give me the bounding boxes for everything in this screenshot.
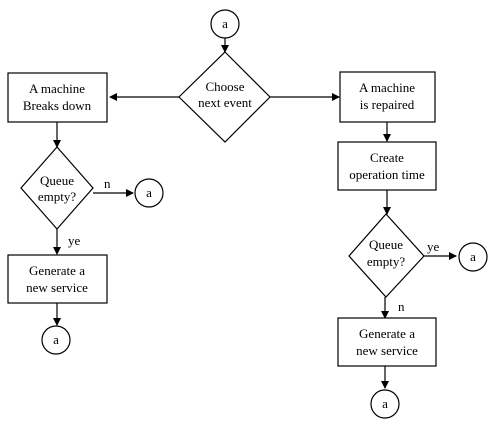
connector-left-no: a <box>134 178 164 208</box>
connector-top: a <box>210 9 240 39</box>
decision-right-queue-line2: empty? <box>367 254 405 269</box>
connector-top-circle <box>210 9 240 39</box>
process-right-generate-shape <box>337 317 437 367</box>
connector-left-bottom: a <box>41 325 71 355</box>
process-left-generate-service: Generate a new service <box>7 254 108 304</box>
process-right-generate-line1: Generate a <box>359 326 415 341</box>
decision-right-queue-line1: Queue <box>369 237 403 252</box>
decision-left-queue-empty: Queue empty? <box>20 146 94 230</box>
process-create-operation-time: Create operation time <box>337 141 437 191</box>
process-breaks-line2: Breaks down <box>23 98 92 113</box>
decision-left-queue-line1: Queue <box>40 173 74 188</box>
connector-left-no-circle <box>134 178 164 208</box>
connector-right-yes-label: a <box>470 249 476 264</box>
connector-left-no-label: a <box>146 185 152 200</box>
process-breaks-line1: A machine <box>29 81 85 96</box>
connector-top-label: a <box>222 16 228 31</box>
right-label-no: n <box>398 299 405 314</box>
process-create-line2: operation time <box>349 167 425 182</box>
process-create-shape <box>337 141 437 191</box>
connector-left-bottom-circle <box>41 325 71 355</box>
connector-right-yes: a <box>458 242 488 272</box>
connector-right-bottom-circle <box>370 389 400 419</box>
process-create-line1: Create <box>370 150 404 165</box>
process-left-generate-shape <box>7 254 108 304</box>
process-repaired-line1: A machine <box>359 80 415 95</box>
process-right-generate-service: Generate a new service <box>337 317 437 367</box>
process-repaired-shape <box>339 71 436 123</box>
decision-left-queue-line2: empty? <box>38 189 76 204</box>
process-breaks-shape <box>7 72 108 123</box>
process-machine-repaired: A machine is repaired <box>339 71 436 123</box>
right-label-yes: ye <box>427 239 440 254</box>
process-machine-breaks-down: A machine Breaks down <box>7 72 108 123</box>
process-right-generate-line2: new service <box>356 343 418 358</box>
decision-right-queue-shape <box>348 213 425 298</box>
process-left-generate-line1: Generate a <box>29 263 85 278</box>
process-repaired-line2: is repaired <box>360 97 415 112</box>
connector-right-bottom-label: a <box>382 396 388 411</box>
process-left-generate-line2: new service <box>26 280 88 295</box>
left-label-yes: ye <box>68 233 81 248</box>
connector-right-bottom: a <box>370 389 400 419</box>
left-label-no: n <box>104 176 111 191</box>
decision-choose-shape <box>178 51 271 143</box>
decision-choose-next-event: Choose next event <box>178 51 271 143</box>
decision-choose-line2: next event <box>198 95 252 110</box>
connector-right-yes-circle <box>458 242 488 272</box>
decision-choose-line1: Choose <box>206 79 245 94</box>
decision-left-queue-shape <box>20 146 94 230</box>
decision-right-queue-empty: Queue empty? <box>348 213 425 298</box>
connector-left-bottom-label: a <box>53 332 59 347</box>
